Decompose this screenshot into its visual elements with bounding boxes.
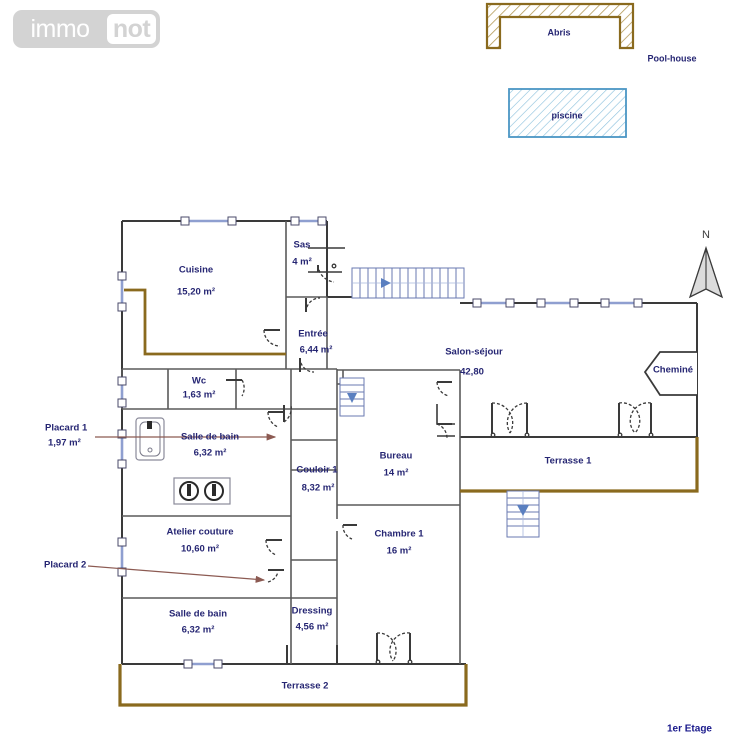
room-area-cuisine: 15,20 m² [177, 287, 215, 298]
room-area-salon-sejour: 42,80 [460, 367, 484, 378]
room-label-terrasse-1: Terrasse 1 [545, 456, 593, 467]
room-label-wc: Wc [192, 376, 206, 387]
pool-house-label: Pool-house [648, 53, 697, 63]
room-label-salon-sejour: Salon-séjour [445, 347, 503, 358]
room-label-couloir-1: Couloir 1 [296, 465, 338, 476]
piscine-shape [508, 88, 627, 138]
placard-2-callout-arrow [87, 565, 266, 583]
immonot-watermark-logo: immo not [13, 10, 160, 48]
interior-walls [121, 221, 461, 664]
windows [117, 216, 643, 669]
room-area-dressing: 4,56 m² [296, 622, 329, 633]
double-sink-fixture [173, 477, 231, 505]
room-label-dressing: Dressing [292, 606, 333, 617]
north-arrow-icon [688, 245, 724, 299]
kitchen-brown-partition [124, 288, 286, 356]
room-label-sas: Sas [294, 240, 311, 251]
room-area-atelier-couture: 10,60 m² [181, 544, 219, 555]
piscine-label: piscine [551, 110, 582, 120]
room-area-couloir-1: 8,32 m² [302, 483, 335, 494]
room-label-salle-de-bain-1: Salle de bain [181, 432, 239, 443]
callout-label-placard-2: Placard 2 [44, 560, 86, 571]
room-label-chemine: Cheminé [653, 365, 693, 376]
room-area-salle-de-bain-1: 6,32 m² [194, 448, 227, 459]
room-label-bureau: Bureau [380, 451, 413, 462]
staircase-horizontal [351, 267, 465, 299]
room-label-cuisine: Cuisine [179, 265, 213, 276]
fireplace-shape [643, 351, 697, 396]
floor-footer-label: 1er Etage [667, 724, 712, 735]
room-label-entree: Entrée [298, 329, 328, 340]
room-area-entree: 6,44 m² [300, 345, 333, 356]
callout-label-placard-1: Placard 1 [45, 423, 88, 434]
callout-area-placard-1: 1,97 m² [48, 438, 81, 449]
room-label-terrasse-2: Terrasse 2 [282, 681, 329, 692]
staircase-vertical-entree [339, 377, 365, 417]
north-letter: N [702, 229, 710, 241]
watermark-not-text: not [107, 14, 156, 44]
room-area-sas: 4 m² [292, 257, 312, 268]
room-area-wc: 1,63 m² [183, 390, 216, 401]
room-area-chambre-1: 16 m² [387, 546, 412, 557]
room-label-chambre-1: Chambre 1 [374, 529, 424, 540]
room-area-salle-de-bain-2: 6,32 m² [182, 625, 215, 636]
watermark-immo-text: immo [30, 14, 90, 43]
room-label-salle-de-bain-2: Salle de bain [169, 609, 227, 620]
abris-label: Abris [547, 27, 570, 37]
room-area-bureau: 14 m² [384, 468, 409, 479]
abris-shape [485, 2, 635, 50]
room-label-atelier-couture: Atelier couture [166, 527, 233, 538]
doors [226, 247, 654, 665]
bathtub-fixture [135, 417, 165, 461]
staircase-vertical-terrace [506, 490, 540, 538]
